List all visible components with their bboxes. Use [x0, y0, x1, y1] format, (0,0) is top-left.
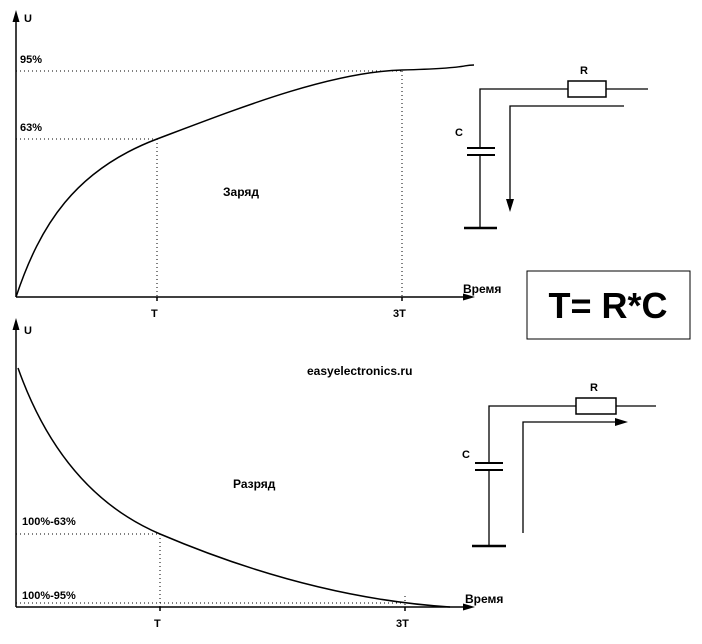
discharge-r-label: R [590, 382, 598, 394]
discharge-y-arrow [12, 318, 20, 330]
discharge-63-label: 100%-63% [22, 516, 76, 528]
charge-3t-label: 3T [393, 308, 406, 320]
charge-63-label: 63% [20, 122, 42, 134]
charge-x-label: Время [463, 282, 501, 296]
charge-process-label: Заряд [223, 185, 259, 199]
site-label: easyelectronics.ru [307, 364, 412, 378]
formula-frame [526, 270, 691, 340]
charge-t-label: T [151, 308, 158, 320]
discharge-process-label: Разряд [233, 477, 276, 491]
charge-graph: U 95% 63% T 3T Время Заряд [12, 10, 501, 320]
formula-box: T= R*C [526, 270, 691, 340]
charge-r-label: R [580, 65, 588, 77]
charge-top-wire [479, 88, 568, 148]
charge-curve [15, 64, 475, 298]
charge-circuit: R C [455, 65, 648, 230]
discharge-current-arrow [615, 418, 628, 426]
discharge-graph: U 100%-63% 100%-95% T 3T Время Разряд [12, 318, 503, 630]
charge-y-arrow [12, 10, 20, 22]
charge-95-label: 95% [20, 54, 42, 66]
discharge-top-wire [488, 405, 576, 463]
discharge-y-label: U [24, 325, 32, 337]
charge-c-label: C [455, 127, 463, 139]
charge-current-path [509, 105, 624, 200]
discharge-curve [17, 367, 451, 608]
formula-text: T= R*C [548, 285, 667, 326]
discharge-c-label: C [462, 449, 470, 461]
discharge-circuit: R C [462, 382, 656, 548]
charge-x-arrow [463, 293, 475, 301]
discharge-3t-label: 3T [396, 618, 409, 630]
charge-y-label: U [24, 13, 32, 25]
discharge-95-label: 100%-95% [22, 590, 76, 602]
charge-current-arrow [506, 199, 514, 212]
discharge-current-path [522, 421, 616, 533]
discharge-t-label: T [154, 618, 161, 630]
discharge-x-label: Время [465, 592, 503, 606]
discharge-x-arrow [463, 603, 475, 611]
discharge-resistor [575, 397, 617, 415]
charge-resistor [567, 80, 607, 98]
